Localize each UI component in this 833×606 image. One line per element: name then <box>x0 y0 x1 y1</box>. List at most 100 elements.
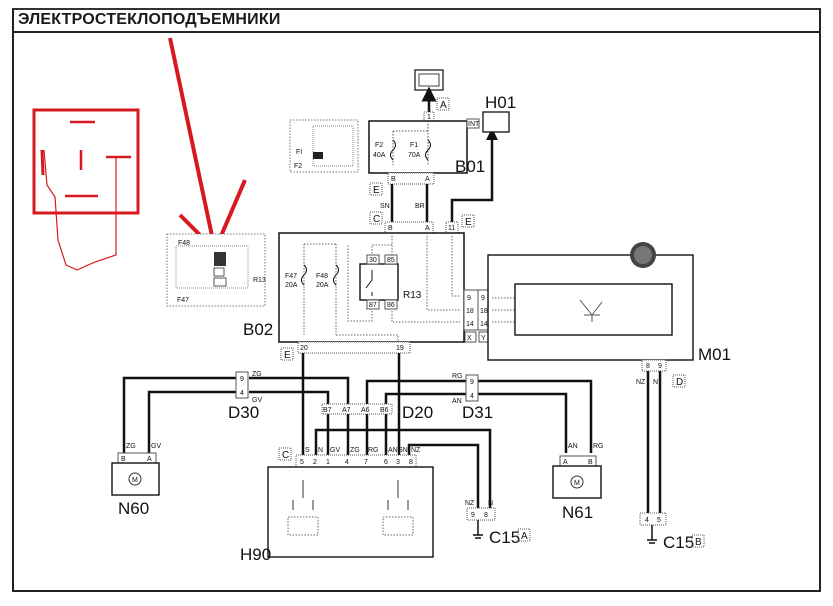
label-components-B02-side_connectors-1: Y <box>481 335 486 342</box>
label-components-B02-side_pins_right-0: 9 <box>481 295 485 302</box>
label-components-B02-relay-pins-1: 85 <box>387 257 395 264</box>
B01-fuse-box: 1 F2 40A F1 70A B01 B A E <box>368 111 485 196</box>
label-components-D30-pins-0: 9 <box>240 376 244 383</box>
label-components-D30-pins-1: 4 <box>240 390 244 397</box>
label-components-B02-relay-id: R13 <box>403 290 422 301</box>
label-components-B02-bottom_connector: E <box>284 350 291 361</box>
battery-connector-label: A <box>440 100 447 111</box>
red-sketch-box <box>32 108 140 215</box>
label-components-B02-side_pins_left-0: 9 <box>467 295 471 302</box>
label-components-H90-pins-7: 8 <box>409 459 413 466</box>
label-components-B02-bottom_pins-1: 19 <box>396 345 404 352</box>
label-components-B02-side_pins_right-2: 14 <box>480 321 488 328</box>
label-components-H90-pins-3: 4 <box>345 459 349 466</box>
label-components-C15A-name: C15 <box>489 528 520 547</box>
label-wire_labels-b01_to_b02-0: SN <box>380 203 390 210</box>
label-components-C15A-wires-0: NZ <box>465 500 475 507</box>
M01-module: 8 9 M01 D NZ N <box>487 242 731 388</box>
label-components-N61-motor: M <box>574 480 580 487</box>
H90-switch-panel: S N GV ZG RG AN SN NZ 5 2 1 4 7 6 3 8 C <box>240 447 434 564</box>
label-components-C15B-name: C15 <box>663 533 694 552</box>
label-components-B02-fuses-0-id: F47 <box>285 273 297 280</box>
wires-main <box>122 353 593 508</box>
label-components-H90-pins-4: 7 <box>364 459 368 466</box>
label-components-B02-relay-pins-3: 86 <box>387 302 395 309</box>
label-components-B02-side_pins_right-1: 18 <box>480 308 488 315</box>
label-components-D31-pins-1: 4 <box>470 393 474 400</box>
label-components-C15B-pins-0: 4 <box>645 517 649 524</box>
label-components-B02-fuses-0-rating: 20A <box>285 282 298 289</box>
label-components-B02-fuses-1-id: F48 <box>316 273 328 280</box>
label-components-C15A-pins-0: 9 <box>471 512 475 519</box>
label-components-H90-pins-5: 6 <box>384 459 388 466</box>
label-components-H01-name: H01 <box>485 93 516 112</box>
wires-m01-c15b <box>646 371 662 513</box>
label-components-B01-pins_out-0: B <box>391 176 396 183</box>
label-components-H90-wires-5: AN <box>388 447 398 454</box>
B02-fuse-box: B A 11 F47 20A F48 20A 30 85 87 <box>243 221 493 361</box>
label-components-B02-pins_in-1: A <box>425 225 430 232</box>
relay-R13: 30 85 87 86 R13 <box>359 254 422 310</box>
label-components-H90-pins-6: 3 <box>396 459 400 466</box>
label-components-D31-wires-1: AN <box>452 398 462 405</box>
label-components-H90-wires-4: RG <box>368 447 379 454</box>
label-components-D31-name: D31 <box>462 403 493 422</box>
label-components-B02-relay-pins-2: 87 <box>369 302 377 309</box>
label-components-H90-pins-1: 2 <box>313 459 317 466</box>
label-wire_labels-b01_to_b02-1: BR <box>415 203 425 210</box>
wires-b01-b02 <box>390 138 494 222</box>
label-components-C15A-wires-1: N <box>488 500 493 507</box>
label-components-M01-wires-0: NZ <box>636 379 646 386</box>
label-components-B02-bottom_pins-0: 20 <box>300 345 308 352</box>
label-components-D30-wires-1: GV <box>252 397 262 404</box>
label-components-D31-wires-0: RG <box>452 373 463 380</box>
D20-connector: B7 A7 A6 B6 D20 <box>321 403 433 422</box>
label-components-H90-wires-2: GV <box>330 447 340 454</box>
label-components-B01-connector_out: E <box>373 185 380 196</box>
label-components-B02-side_pins_left-2: 14 <box>466 321 474 328</box>
label-components-D20-pins-1: A7 <box>342 407 351 414</box>
N60-motor: ZG GV B A M N60 <box>111 443 161 518</box>
label-components-B02-connector_in2: E <box>465 217 472 228</box>
N61-motor: AN RG A B M N61 <box>552 443 604 522</box>
label-components-B01-fuses-0-rating: 40A <box>373 152 386 159</box>
title-bar: ЭЛЕКТРОСТЕКЛОПОДЪЕМНИКИ <box>12 8 821 33</box>
label-components-B02-relay-pins-0: 30 <box>369 257 377 264</box>
label-components-B01-fuses-1-id: F1 <box>410 142 418 149</box>
label-components-D20-pins-3: B6 <box>380 407 389 414</box>
label-components-B01-pins_out-1: A <box>425 176 430 183</box>
label-components-B01-locator_labels-1: F2 <box>294 163 302 170</box>
label-components-N60-motor: M <box>132 477 138 484</box>
label-components-D20-pins-0: B7 <box>323 407 332 414</box>
label-components-H90-wires-7: NZ <box>411 447 421 454</box>
label-components-M01-connector: D <box>676 377 683 388</box>
label-components-N60-name: N60 <box>118 499 149 518</box>
label-components-N60-pins-0: B <box>121 456 126 463</box>
C15-B-ground: 4 5 C15 B <box>639 512 705 552</box>
label-components-B01-fuses-0-id: F2 <box>375 142 383 149</box>
C15-A-ground: NZ N 9 8 C15 A <box>465 500 531 547</box>
label-components-B02-side_connectors-0: X <box>467 335 472 342</box>
B02-label: B02 <box>243 320 273 339</box>
label-components-B02-locator_labels-2: F47 <box>177 297 189 304</box>
label-components-M01-wires-1: N <box>653 379 658 386</box>
H01-switch: H01 INT <box>466 93 516 133</box>
label-components-H90-wires-1: N <box>318 447 323 454</box>
label-components-H90-connector: C <box>282 450 289 461</box>
label-components-H90-pins-0: 5 <box>300 459 304 466</box>
battery-symbol <box>414 69 444 118</box>
page-title: ЭЛЕКТРОСТЕКЛОПОДЪЕМНИКИ <box>18 11 281 28</box>
label-components-H90-wires-3: ZG <box>350 447 360 454</box>
label-components-B02-pins_in-0: B <box>388 225 393 232</box>
label-components-H90-wires-6: SN <box>398 447 408 454</box>
D30-connector: 9 4 ZG GV D30 <box>228 371 262 422</box>
label-components-M01-name: M01 <box>698 345 731 364</box>
label-components-N60-pins-1: A <box>147 456 152 463</box>
label-components-B02-fuses-1-rating: 20A <box>316 282 329 289</box>
label-components-N61-wires-1: RG <box>593 443 604 450</box>
label-components-B02-locator_labels-0: F48 <box>178 240 190 247</box>
label-components-B02-locator_labels-1: R13 <box>253 277 266 284</box>
B02-locator: F48 R13 F47 <box>166 233 266 307</box>
label-components-D30-name: D30 <box>228 403 259 422</box>
